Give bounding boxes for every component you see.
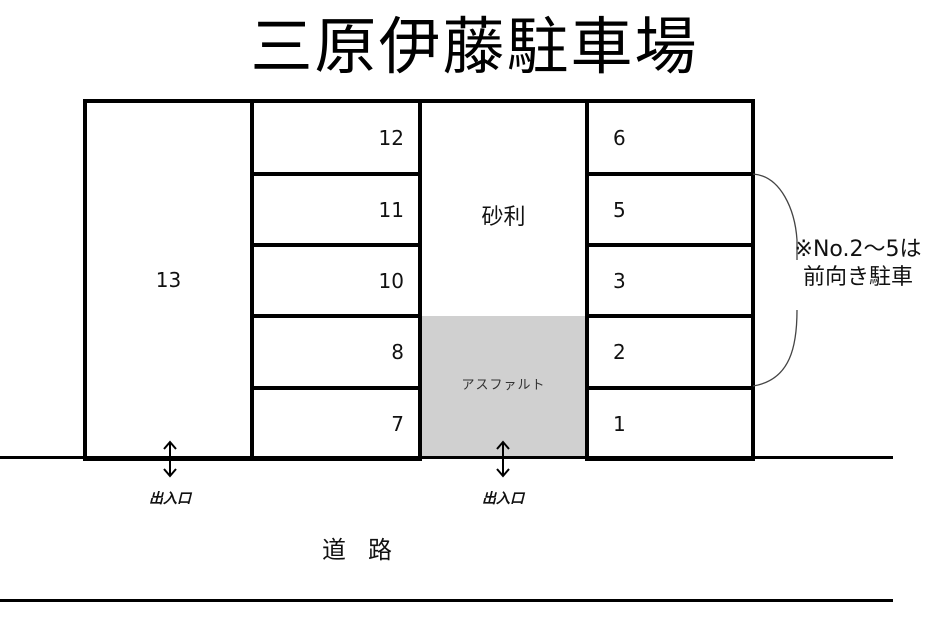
- asphalt-area: アスファルト: [422, 316, 585, 457]
- parking-space-1: 1: [585, 386, 755, 461]
- parking-space-5: 5: [585, 172, 755, 247]
- note-line-1: ※No.2〜5は: [794, 237, 922, 262]
- parking-space-6: 6: [585, 99, 755, 176]
- parking-space-2: 2: [585, 314, 755, 390]
- parking-space-11: 11: [250, 172, 422, 247]
- space-number: 12: [378, 125, 404, 150]
- front-parking-note: ※No.2〜5は 前向き駐車: [768, 236, 948, 292]
- space-number: 7: [391, 411, 404, 436]
- parking-space-3: 3: [585, 243, 755, 318]
- entrance-left-label: 出入口: [149, 491, 191, 507]
- asphalt-label: アスファルト: [461, 378, 546, 393]
- parking-space-13: 13: [83, 99, 254, 461]
- space-number: 13: [155, 268, 182, 292]
- double-arrow-icon: [496, 440, 510, 478]
- space-number: 3: [613, 268, 626, 293]
- space-number: 10: [378, 268, 404, 293]
- entrance-center-label: 出入口: [482, 491, 524, 507]
- double-arrow-icon: [163, 440, 177, 478]
- gravel-label: 砂利: [481, 205, 526, 230]
- space-number: 8: [391, 340, 404, 364]
- road-edge-top: [0, 456, 893, 459]
- parking-space-12: 12: [250, 99, 422, 176]
- road-edge-bottom: [0, 599, 893, 602]
- page-title: 三原伊藤駐車場: [250, 10, 699, 83]
- space-number: 11: [378, 197, 404, 222]
- space-number: 2: [613, 340, 626, 364]
- brace-icon: [752, 173, 798, 387]
- space-number: 5: [613, 197, 626, 222]
- parking-space-7: 7: [250, 386, 422, 461]
- parking-space-10: 10: [250, 243, 422, 318]
- parking-space-8: 8: [250, 314, 422, 390]
- space-number: 1: [613, 411, 626, 436]
- note-line-2: 前向き駐車: [802, 265, 913, 290]
- road-label: 道路: [322, 536, 414, 564]
- space-number: 6: [613, 125, 626, 150]
